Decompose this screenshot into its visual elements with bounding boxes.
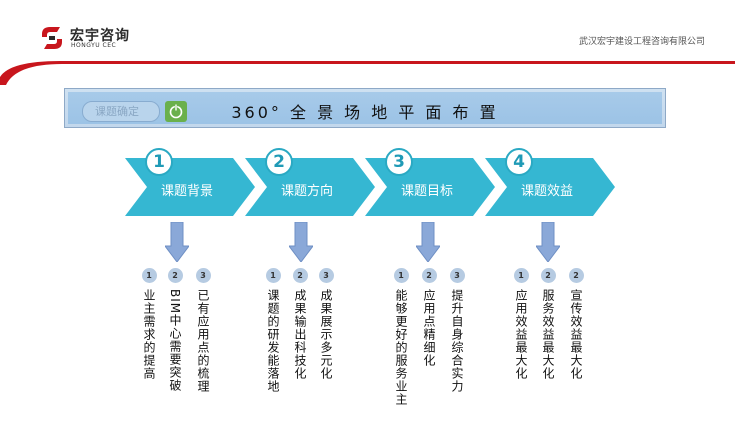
item-number: 3: [195, 268, 211, 283]
logo-icon: [42, 27, 62, 49]
item-number: 2: [292, 268, 308, 283]
list-item: 1 能够更好的服务业主: [390, 268, 412, 406]
list-item: 3 已有应用点的梳理: [192, 268, 214, 393]
list-item: 1 应用效益最大化: [510, 268, 532, 380]
item-text: 业主需求的提高: [142, 289, 156, 380]
power-icon[interactable]: [165, 101, 187, 122]
item-text: 提升自身综合实力: [450, 289, 464, 393]
company-name: 武汉宏宇建设工程咨询有限公司: [578, 37, 705, 47]
down-arrow-icon: [165, 222, 189, 262]
company-logo: 宏宇咨询 HONGYU CEC: [38, 24, 138, 52]
item-text: 已有应用点的梳理: [196, 289, 210, 393]
list-item: 2 宣传效益最大化: [565, 268, 587, 380]
list-item: 2 成果输出科技化: [289, 268, 311, 380]
title-bar: 课题确定 360° 全 景 场 地 平 面 布 置: [64, 88, 666, 128]
item-text: 成果输出科技化: [293, 289, 307, 380]
list-item: 2 应用点精细化: [418, 268, 440, 367]
down-arrow-icon: [536, 222, 560, 262]
section-tab[interactable]: 课题确定: [82, 101, 160, 122]
list-item: 2 BIM中心需要突破: [164, 268, 186, 392]
item-number: 3: [449, 268, 465, 283]
step-number: 1: [145, 148, 173, 176]
step-1: 1 课题背景: [125, 148, 255, 228]
item-number: 2: [568, 268, 584, 283]
list-item: 1 课题的研发能落地: [262, 268, 284, 393]
down-arrow-icon: [289, 222, 313, 262]
item-text: 能够更好的服务业主: [394, 289, 408, 406]
item-number: 2: [421, 268, 437, 283]
item-number: 2: [167, 268, 183, 283]
step-3: 3 课题目标: [365, 148, 495, 228]
item-number: 1: [513, 268, 529, 283]
item-text: 应用效益最大化: [514, 289, 528, 380]
item-number: 2: [540, 268, 556, 283]
item-number: 3: [318, 268, 334, 283]
item-text: 应用点精细化: [422, 289, 436, 367]
step-number: 2: [265, 148, 293, 176]
list-item: 1 业主需求的提高: [138, 268, 160, 380]
step-label: 课题方向: [281, 184, 334, 199]
step-label: 课题效益: [521, 184, 574, 199]
item-text: 成果展示多元化: [319, 289, 333, 380]
logo-text-en: HONGYU CEC: [71, 42, 117, 49]
step-4: 4 课题效益: [485, 148, 615, 228]
page-title: 360° 全 景 场 地 平 面 布 置: [231, 103, 499, 122]
item-text: 宣传效益最大化: [569, 289, 583, 380]
list-item: 2 服务效益最大化: [537, 268, 559, 380]
list-item: 3 成果展示多元化: [315, 268, 337, 380]
step-2: 2 课题方向: [245, 148, 375, 228]
header-divider-curve: [0, 61, 735, 85]
item-text: BIM中心需要突破: [168, 289, 182, 393]
step-number: 3: [385, 148, 413, 176]
step-number: 4: [505, 148, 533, 176]
item-number: 1: [393, 268, 409, 283]
step-label: 课题目标: [401, 184, 454, 199]
logo-text-cn: 宏宇咨询: [70, 28, 130, 44]
item-text: 服务效益最大化: [541, 289, 555, 380]
item-number: 1: [141, 268, 157, 283]
item-text: 课题的研发能落地: [266, 289, 280, 393]
item-number: 1: [265, 268, 281, 283]
list-item: 3 提升自身综合实力: [446, 268, 468, 393]
step-label: 课题背景: [161, 184, 214, 199]
down-arrow-icon: [416, 222, 440, 262]
